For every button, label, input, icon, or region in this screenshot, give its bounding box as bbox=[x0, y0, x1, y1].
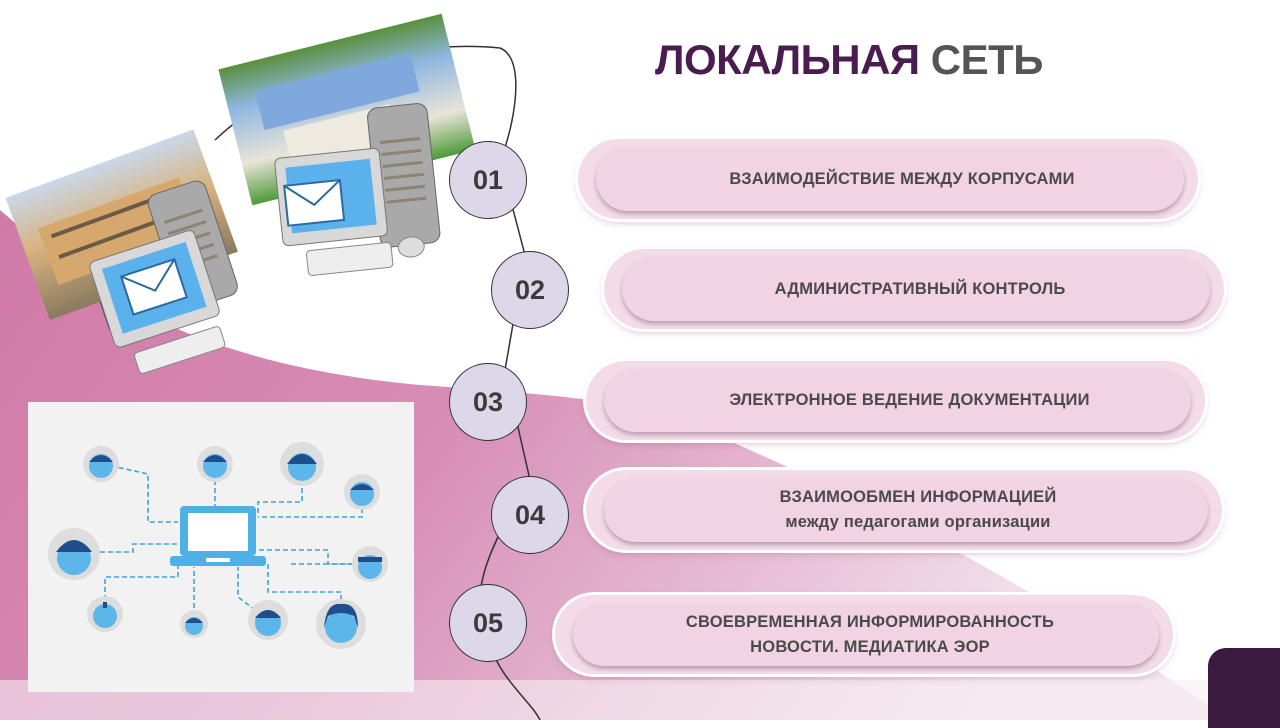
step-number-01: 01 bbox=[449, 141, 527, 219]
corner-decoration bbox=[1208, 648, 1280, 728]
item-card-02: АДМИНИСТРАТИВНЫЙ КОНТРОЛЬ bbox=[604, 249, 1224, 329]
computer-mail-icon-1 bbox=[89, 180, 238, 374]
item-05-line1: СВОЕВРЕМЕННАЯ ИНФОРМИРОВАННОСТЬ bbox=[685, 612, 1055, 631]
step-number-04: 04 bbox=[491, 476, 569, 554]
item-04-line1: ВЗАИМООБМЕН ИНФОРМАЦИЕЙ bbox=[779, 488, 1057, 506]
item-card-01: ВЗАИМОДЕЙСТВИЕ МЕЖДУ КОРПУСАМИ bbox=[578, 139, 1198, 219]
item-card-03: ЭЛЕКТРОННОЕ ВЕДЕНИЕ ДОКУМЕНТАЦИИ bbox=[586, 361, 1205, 440]
step-number-05: 05 bbox=[449, 584, 527, 662]
computer-mail-icon-2 bbox=[274, 103, 441, 276]
item-04-line2: между педагогами организации bbox=[785, 513, 1051, 531]
item-card-04: ВЗАИМООБМЕН ИНФОРМАЦИЕЙ между педагогами… bbox=[586, 470, 1222, 550]
laptop-icon bbox=[170, 506, 266, 566]
step-number-03: 03 bbox=[449, 363, 527, 441]
item-card-05: СВОЕВРЕМЕННАЯ ИНФОРМИРОВАННОСТЬ НОВОСТИ.… bbox=[555, 595, 1173, 674]
user-avatar-icons bbox=[48, 442, 388, 649]
page-title: ЛОКАЛЬНАЯ СЕТЬ bbox=[655, 36, 1043, 83]
network-illustration bbox=[28, 402, 414, 692]
item-05-line2: НОВОСТИ. МЕДИАТИКА ЭОР bbox=[750, 637, 990, 656]
step-number-02: 02 bbox=[491, 251, 569, 329]
